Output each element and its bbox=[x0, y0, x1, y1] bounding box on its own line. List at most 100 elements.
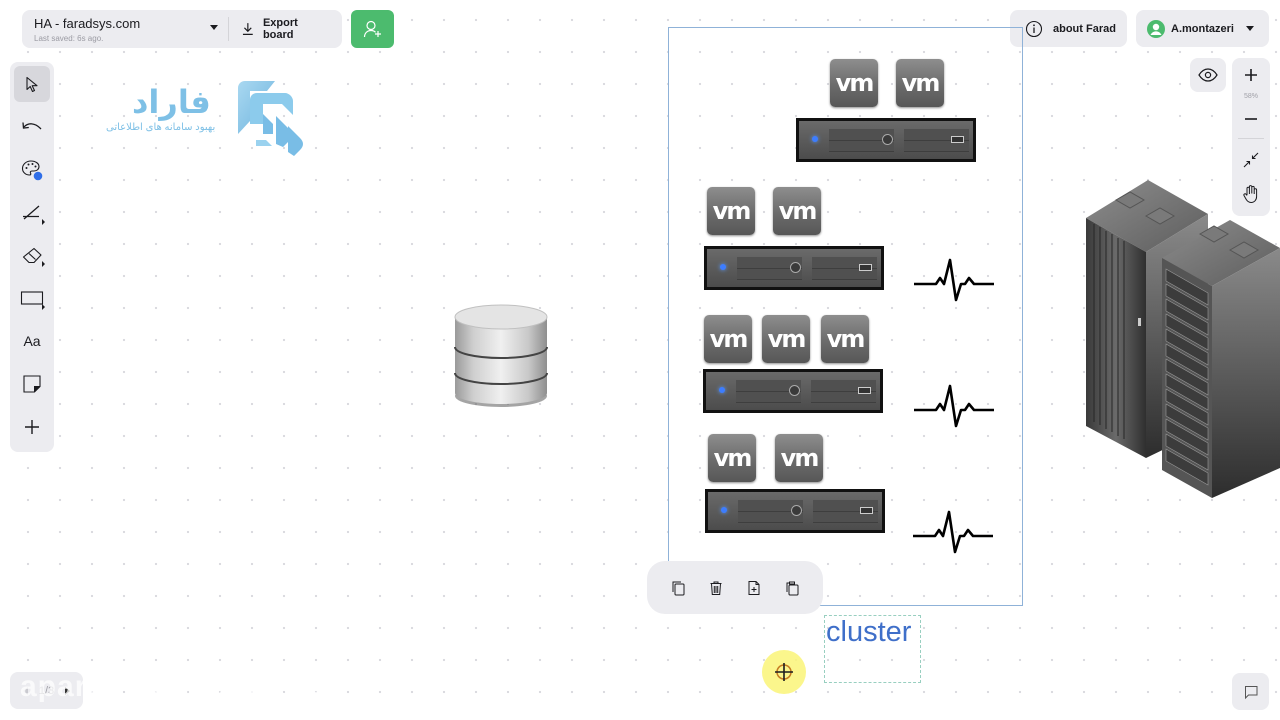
rectangle-icon bbox=[20, 291, 44, 305]
rack-slot bbox=[1165, 403, 1209, 441]
plus-icon bbox=[1245, 69, 1257, 81]
board-menu: HA - faradsys.com Last saved: 6s ago. Ex… bbox=[22, 10, 342, 48]
logo-subtitle: بهبود سامانه های اطلاعاتی bbox=[106, 122, 216, 133]
previous-page-button[interactable] bbox=[23, 686, 29, 695]
new-page-button[interactable] bbox=[740, 574, 768, 602]
cluster-frame[interactable] bbox=[668, 27, 1023, 606]
eye-icon bbox=[1198, 68, 1218, 82]
tool-line[interactable] bbox=[14, 195, 50, 231]
cursor-arrow-icon bbox=[26, 76, 38, 92]
heartbeat-icon[interactable] bbox=[912, 254, 996, 304]
zoom-level: 58% bbox=[1243, 93, 1258, 100]
server-icon[interactable] bbox=[796, 118, 976, 162]
vm-icon[interactable]: vm bbox=[704, 315, 752, 363]
mouse-cursor-highlight bbox=[762, 650, 806, 694]
download-icon bbox=[243, 23, 253, 35]
export-board-button[interactable]: Export board bbox=[229, 10, 342, 48]
vm-icon[interactable]: vm bbox=[821, 315, 869, 363]
clipboard-icon bbox=[786, 581, 799, 595]
rack-slot bbox=[1165, 343, 1209, 381]
vm-icon[interactable]: vm bbox=[775, 434, 823, 482]
export-board-label: Export board bbox=[262, 17, 298, 41]
tool-select[interactable] bbox=[14, 66, 50, 102]
paste-button[interactable] bbox=[778, 574, 806, 602]
tool-eraser[interactable] bbox=[14, 238, 50, 274]
comment-icon bbox=[1244, 685, 1257, 699]
vm-icon[interactable]: vm bbox=[773, 187, 821, 235]
info-icon bbox=[1025, 20, 1043, 37]
cluster-text: cluster bbox=[826, 616, 912, 648]
vm-icon[interactable]: vm bbox=[830, 59, 878, 107]
tool-sticky-note[interactable] bbox=[14, 366, 50, 402]
rack-slot bbox=[1165, 328, 1209, 366]
farad-logo[interactable]: فاراد بهبود سامانه های اطلاعاتی bbox=[100, 70, 315, 160]
tool-shape[interactable] bbox=[14, 280, 50, 316]
text-icon: Aa bbox=[23, 333, 41, 350]
rack-slot bbox=[1165, 268, 1209, 306]
vm-icon[interactable]: vm bbox=[896, 59, 944, 107]
farad-logo-mark-icon bbox=[238, 81, 303, 156]
database-icon[interactable] bbox=[452, 300, 552, 412]
submenu-indicator bbox=[42, 261, 45, 268]
logo-title: فاراد bbox=[132, 84, 211, 120]
add-page-icon bbox=[748, 580, 760, 595]
last-saved-status: Last saved: 6s ago. bbox=[34, 34, 104, 43]
tool-bar: Aa bbox=[10, 62, 54, 452]
user-menu-button[interactable]: A.montazeri bbox=[1136, 10, 1269, 47]
trash-icon bbox=[710, 581, 722, 595]
undo-icon bbox=[22, 122, 42, 130]
user-name: A.montazeri bbox=[1171, 22, 1234, 35]
heartbeat-icon[interactable] bbox=[912, 380, 996, 430]
server-icon[interactable] bbox=[703, 369, 883, 413]
palette-icon bbox=[21, 160, 43, 181]
tool-color[interactable] bbox=[14, 152, 50, 188]
heartbeat-icon[interactable] bbox=[911, 506, 995, 556]
invite-user-button[interactable] bbox=[351, 10, 394, 48]
chevron-down-icon bbox=[210, 25, 219, 30]
pan-tool-button[interactable] bbox=[1232, 177, 1270, 211]
about-label: about Farad bbox=[1053, 22, 1116, 35]
hand-icon bbox=[1243, 185, 1258, 204]
add-user-icon bbox=[363, 20, 381, 38]
view-mode-button[interactable] bbox=[1190, 58, 1226, 92]
server-racks-icon[interactable] bbox=[1080, 178, 1280, 503]
server-icon[interactable] bbox=[704, 246, 884, 290]
rack-slot bbox=[1165, 448, 1209, 486]
rack-slot bbox=[1165, 373, 1209, 411]
submenu-indicator bbox=[42, 218, 45, 225]
zoom-in-button[interactable] bbox=[1232, 58, 1270, 92]
tool-text[interactable]: Aa bbox=[14, 323, 50, 359]
fit-to-screen-button[interactable] bbox=[1232, 143, 1270, 177]
tool-add[interactable] bbox=[14, 409, 50, 445]
page-indicator: 1/3 bbox=[38, 684, 55, 697]
zoom-out-button[interactable] bbox=[1232, 102, 1270, 136]
comments-button[interactable] bbox=[1232, 673, 1269, 710]
delete-button[interactable] bbox=[702, 574, 730, 602]
sticky-note-icon bbox=[23, 375, 41, 393]
minus-icon bbox=[1245, 118, 1257, 120]
submenu-indicator bbox=[42, 304, 45, 311]
copy-icon bbox=[672, 581, 685, 595]
next-page-button[interactable] bbox=[64, 686, 70, 695]
vm-icon[interactable]: vm bbox=[708, 434, 756, 482]
rack-slot bbox=[1165, 418, 1209, 456]
rack-slot bbox=[1165, 298, 1209, 336]
vm-icon[interactable]: vm bbox=[707, 187, 755, 235]
eraser-icon bbox=[22, 247, 42, 263]
rack-slot bbox=[1165, 433, 1209, 471]
rack-slot bbox=[1165, 358, 1209, 396]
server-icon[interactable] bbox=[705, 489, 885, 533]
duplicate-button[interactable] bbox=[664, 574, 692, 602]
rack-slot bbox=[1165, 388, 1209, 426]
vm-icon[interactable]: vm bbox=[762, 315, 810, 363]
divider bbox=[1238, 138, 1264, 139]
board-title-dropdown[interactable]: HA - faradsys.com Last saved: 6s ago. bbox=[22, 10, 228, 48]
zoom-controls: 58% bbox=[1232, 58, 1270, 216]
page-navigator: 1/3 bbox=[10, 672, 83, 709]
tool-undo[interactable] bbox=[14, 109, 50, 145]
line-pen-icon bbox=[23, 205, 40, 220]
cluster-text-label[interactable]: cluster bbox=[824, 615, 921, 683]
selection-toolbar bbox=[647, 561, 823, 614]
about-button[interactable]: about Farad bbox=[1010, 10, 1127, 47]
rack-slot bbox=[1165, 283, 1209, 321]
